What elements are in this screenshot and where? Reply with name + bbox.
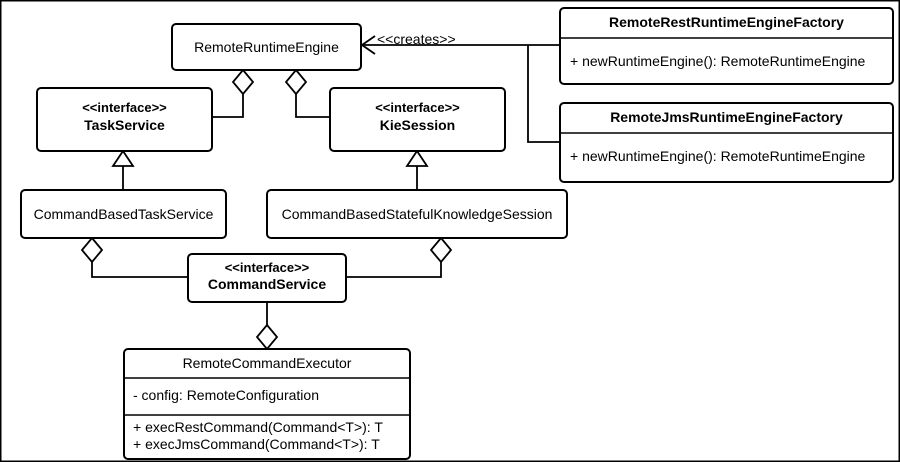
class-method: + newRuntimeEngine(): RemoteRuntimeEngin… xyxy=(570,148,866,164)
aggregation-diamond xyxy=(429,236,453,264)
interface-kie-session[interactable]: <<interface>> KieSession xyxy=(329,87,506,152)
class-remote-rest-runtime-engine-factory[interactable]: RemoteRestRuntimeEngineFactory + newRunt… xyxy=(559,7,894,85)
class-attribute: - config: RemoteConfiguration xyxy=(133,387,319,403)
interface-name: TaskService xyxy=(84,117,165,133)
realization-triangle xyxy=(111,149,135,167)
class-method: + execJmsCommand(Command<T>): T xyxy=(133,436,380,452)
aggregation-diamond xyxy=(231,68,255,96)
class-remote-jms-runtime-engine-factory[interactable]: RemoteJmsRuntimeEngineFactory + newRunti… xyxy=(559,102,894,183)
engine-kie-session-aggregation xyxy=(284,68,330,118)
class-method: + execRestCommand(Command<T>): T xyxy=(133,419,383,435)
realization-triangle xyxy=(405,149,429,167)
interface-stereotype: <<interface>> xyxy=(375,100,460,115)
task-service-command-service-aggregation xyxy=(80,236,188,278)
class-name: CommandBasedTaskService xyxy=(34,206,214,222)
aggregation-diamond xyxy=(80,236,104,264)
class-name: RemoteRestRuntimeEngineFactory xyxy=(609,14,844,30)
task-service-realization xyxy=(111,149,135,190)
kie-session-realization xyxy=(405,149,429,190)
class-remote-command-executor[interactable]: RemoteCommandExecutor - config: RemoteCo… xyxy=(123,348,411,460)
creates-dependency: <<creates>> xyxy=(360,31,560,143)
session-command-service-aggregation xyxy=(346,236,453,278)
interface-stereotype: <<interface>> xyxy=(82,100,167,115)
class-name: RemoteJmsRuntimeEngineFactory xyxy=(610,109,843,125)
class-method: + newRuntimeEngine(): RemoteRuntimeEngin… xyxy=(570,53,866,69)
class-name: RemoteCommandExecutor xyxy=(183,355,352,371)
class-command-based-task-service[interactable]: CommandBasedTaskService xyxy=(20,189,227,239)
aggregation-diamond xyxy=(284,68,308,96)
interface-task-service[interactable]: <<interface>> TaskService xyxy=(36,87,213,152)
class-name: CommandBasedStatefulKnowledgeSession xyxy=(282,206,553,222)
engine-task-service-aggregation xyxy=(212,68,255,118)
interface-stereotype: <<interface>> xyxy=(225,260,310,275)
interface-name: KieSession xyxy=(380,117,455,133)
creates-label: <<creates>> xyxy=(377,31,456,47)
class-remote-runtime-engine[interactable]: RemoteRuntimeEngine xyxy=(171,23,362,71)
class-command-based-stateful-knowledge-session[interactable]: CommandBasedStatefulKnowledgeSession xyxy=(266,189,568,239)
interface-name: CommandService xyxy=(208,276,326,292)
class-name: RemoteRuntimeEngine xyxy=(194,39,339,55)
interface-command-service[interactable]: <<interface>> CommandService xyxy=(187,253,347,303)
